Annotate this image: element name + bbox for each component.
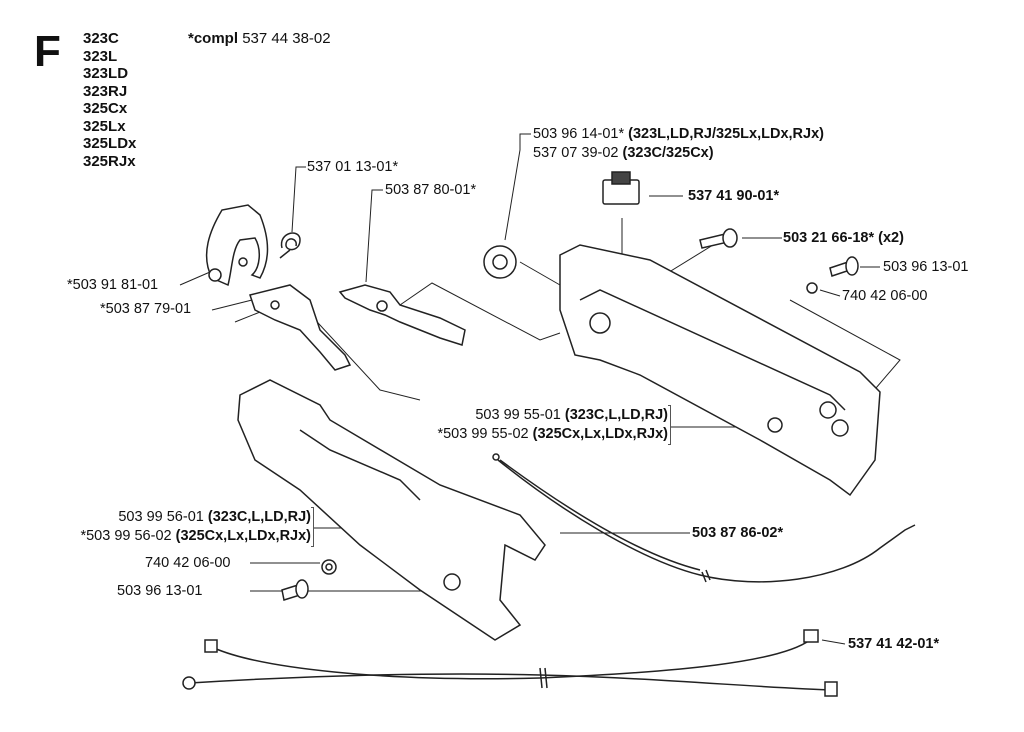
- model-item: 325Cx: [83, 100, 128, 117]
- section-letter: F: [34, 27, 61, 76]
- clamp-part: [205, 204, 269, 287]
- compl-number: 537 44 38-02: [242, 30, 331, 47]
- label-bracket: [311, 507, 314, 547]
- label-537419001: 537 41 90-01*: [688, 188, 780, 204]
- leader-throttle-bracket: [399, 282, 561, 341]
- label-537011301: 537 01 13-01*: [307, 159, 399, 175]
- throttle-trigger-part: [338, 284, 466, 346]
- leader-503877901: [211, 299, 253, 311]
- model-applicability: (323C,L,LD,RJ): [207, 509, 311, 525]
- throttle-cable: [492, 453, 916, 583]
- leader-starwasher: [519, 261, 561, 286]
- model-item: 323LD: [83, 65, 129, 82]
- label-bracket: [668, 405, 671, 445]
- model-item: 323RJ: [83, 82, 128, 100]
- spring-part: [279, 232, 301, 259]
- label-740420600a: 740 42 06-00: [842, 288, 928, 304]
- model-applicability: (325Cx,Lx,LDx,RJx): [175, 528, 311, 544]
- handle-half-right: [559, 244, 881, 497]
- model-item: 325LDx: [83, 135, 137, 152]
- model-item: 323C: [83, 30, 119, 47]
- leader-503918101: [179, 271, 211, 286]
- label-503995502: *503 99 55-02 (325Cx,Lx,LDx,RJx): [388, 425, 668, 443]
- complete-kit-label: *compl 537 44 38-02: [188, 30, 331, 47]
- label-740420600b: 740 42 06-00: [145, 555, 231, 571]
- label-503961301b: 503 96 13-01: [117, 583, 203, 599]
- label-503961401: 503 96 14-01* (323L,LD,RJ/325Lx,LDx,RJx): [533, 125, 824, 143]
- label-537414201: 537 41 42-01*: [848, 636, 940, 652]
- leader-washer-bracket: [789, 299, 901, 396]
- model-list: 323C 323L 323LD 323RJ 325Cx 325Lx 325LDx…: [83, 30, 136, 170]
- screw-part-1: [699, 228, 738, 249]
- label-503878602: 503 87 86-02*: [692, 525, 784, 541]
- leader-537414201: [821, 639, 846, 645]
- part-number: *503 99 55-02: [437, 426, 529, 442]
- leader-503961401: [504, 133, 531, 241]
- label-503995602: *503 99 56-02 (325Cx,Lx,LDx,RJx): [28, 527, 311, 545]
- washer-screw-lower: [281, 559, 337, 601]
- label-503961301a: 503 96 13-01: [883, 259, 969, 275]
- part-number: 503 99 56-01: [118, 509, 204, 525]
- label-503878001: 503 87 80-01*: [385, 182, 477, 198]
- handle-half-left: [237, 379, 546, 641]
- part-number: *503 99 56-02: [80, 528, 172, 544]
- model-item: 325RJx: [83, 152, 136, 170]
- label-503918101: *503 91 81-01: [67, 277, 159, 293]
- model-item: 325Lx: [83, 117, 126, 135]
- model-applicability: (323C,L,LD,RJ): [564, 407, 668, 423]
- leader-503878001: [365, 189, 383, 283]
- trigger-lock-part: [249, 284, 352, 371]
- stop-switch-part: [602, 171, 640, 205]
- part-number: 503 99 55-01: [475, 407, 561, 423]
- leader-537011301: [291, 166, 306, 233]
- label-537073902: 537 07 39-02 (323C/325Cx): [533, 144, 714, 162]
- wire-harness: [182, 629, 838, 697]
- label-503995601: 503 99 56-01 (323C,L,LD,RJ): [28, 508, 311, 526]
- screw-part-2: [806, 256, 859, 294]
- model-applicability: (325Cx,Lx,LDx,RJx): [532, 426, 668, 442]
- label-503995501: 503 99 55-01 (323C,L,LD,RJ): [388, 406, 668, 424]
- leader-740420600a: [819, 289, 841, 297]
- model-applicability: (323C/325Cx): [622, 145, 714, 161]
- star-washer-part: [483, 245, 517, 279]
- part-number: 503 96 14-01*: [533, 126, 625, 142]
- model-applicability: (323L,LD,RJ/325Lx,LDx,RJx): [628, 126, 824, 142]
- part-number: 537 07 39-02: [533, 145, 619, 161]
- label-503877901: *503 87 79-01: [100, 301, 192, 317]
- model-item: 323L: [83, 47, 118, 65]
- compl-prefix: *compl: [188, 30, 239, 47]
- label-503216618: 503 21 66-18* (x2): [783, 230, 904, 246]
